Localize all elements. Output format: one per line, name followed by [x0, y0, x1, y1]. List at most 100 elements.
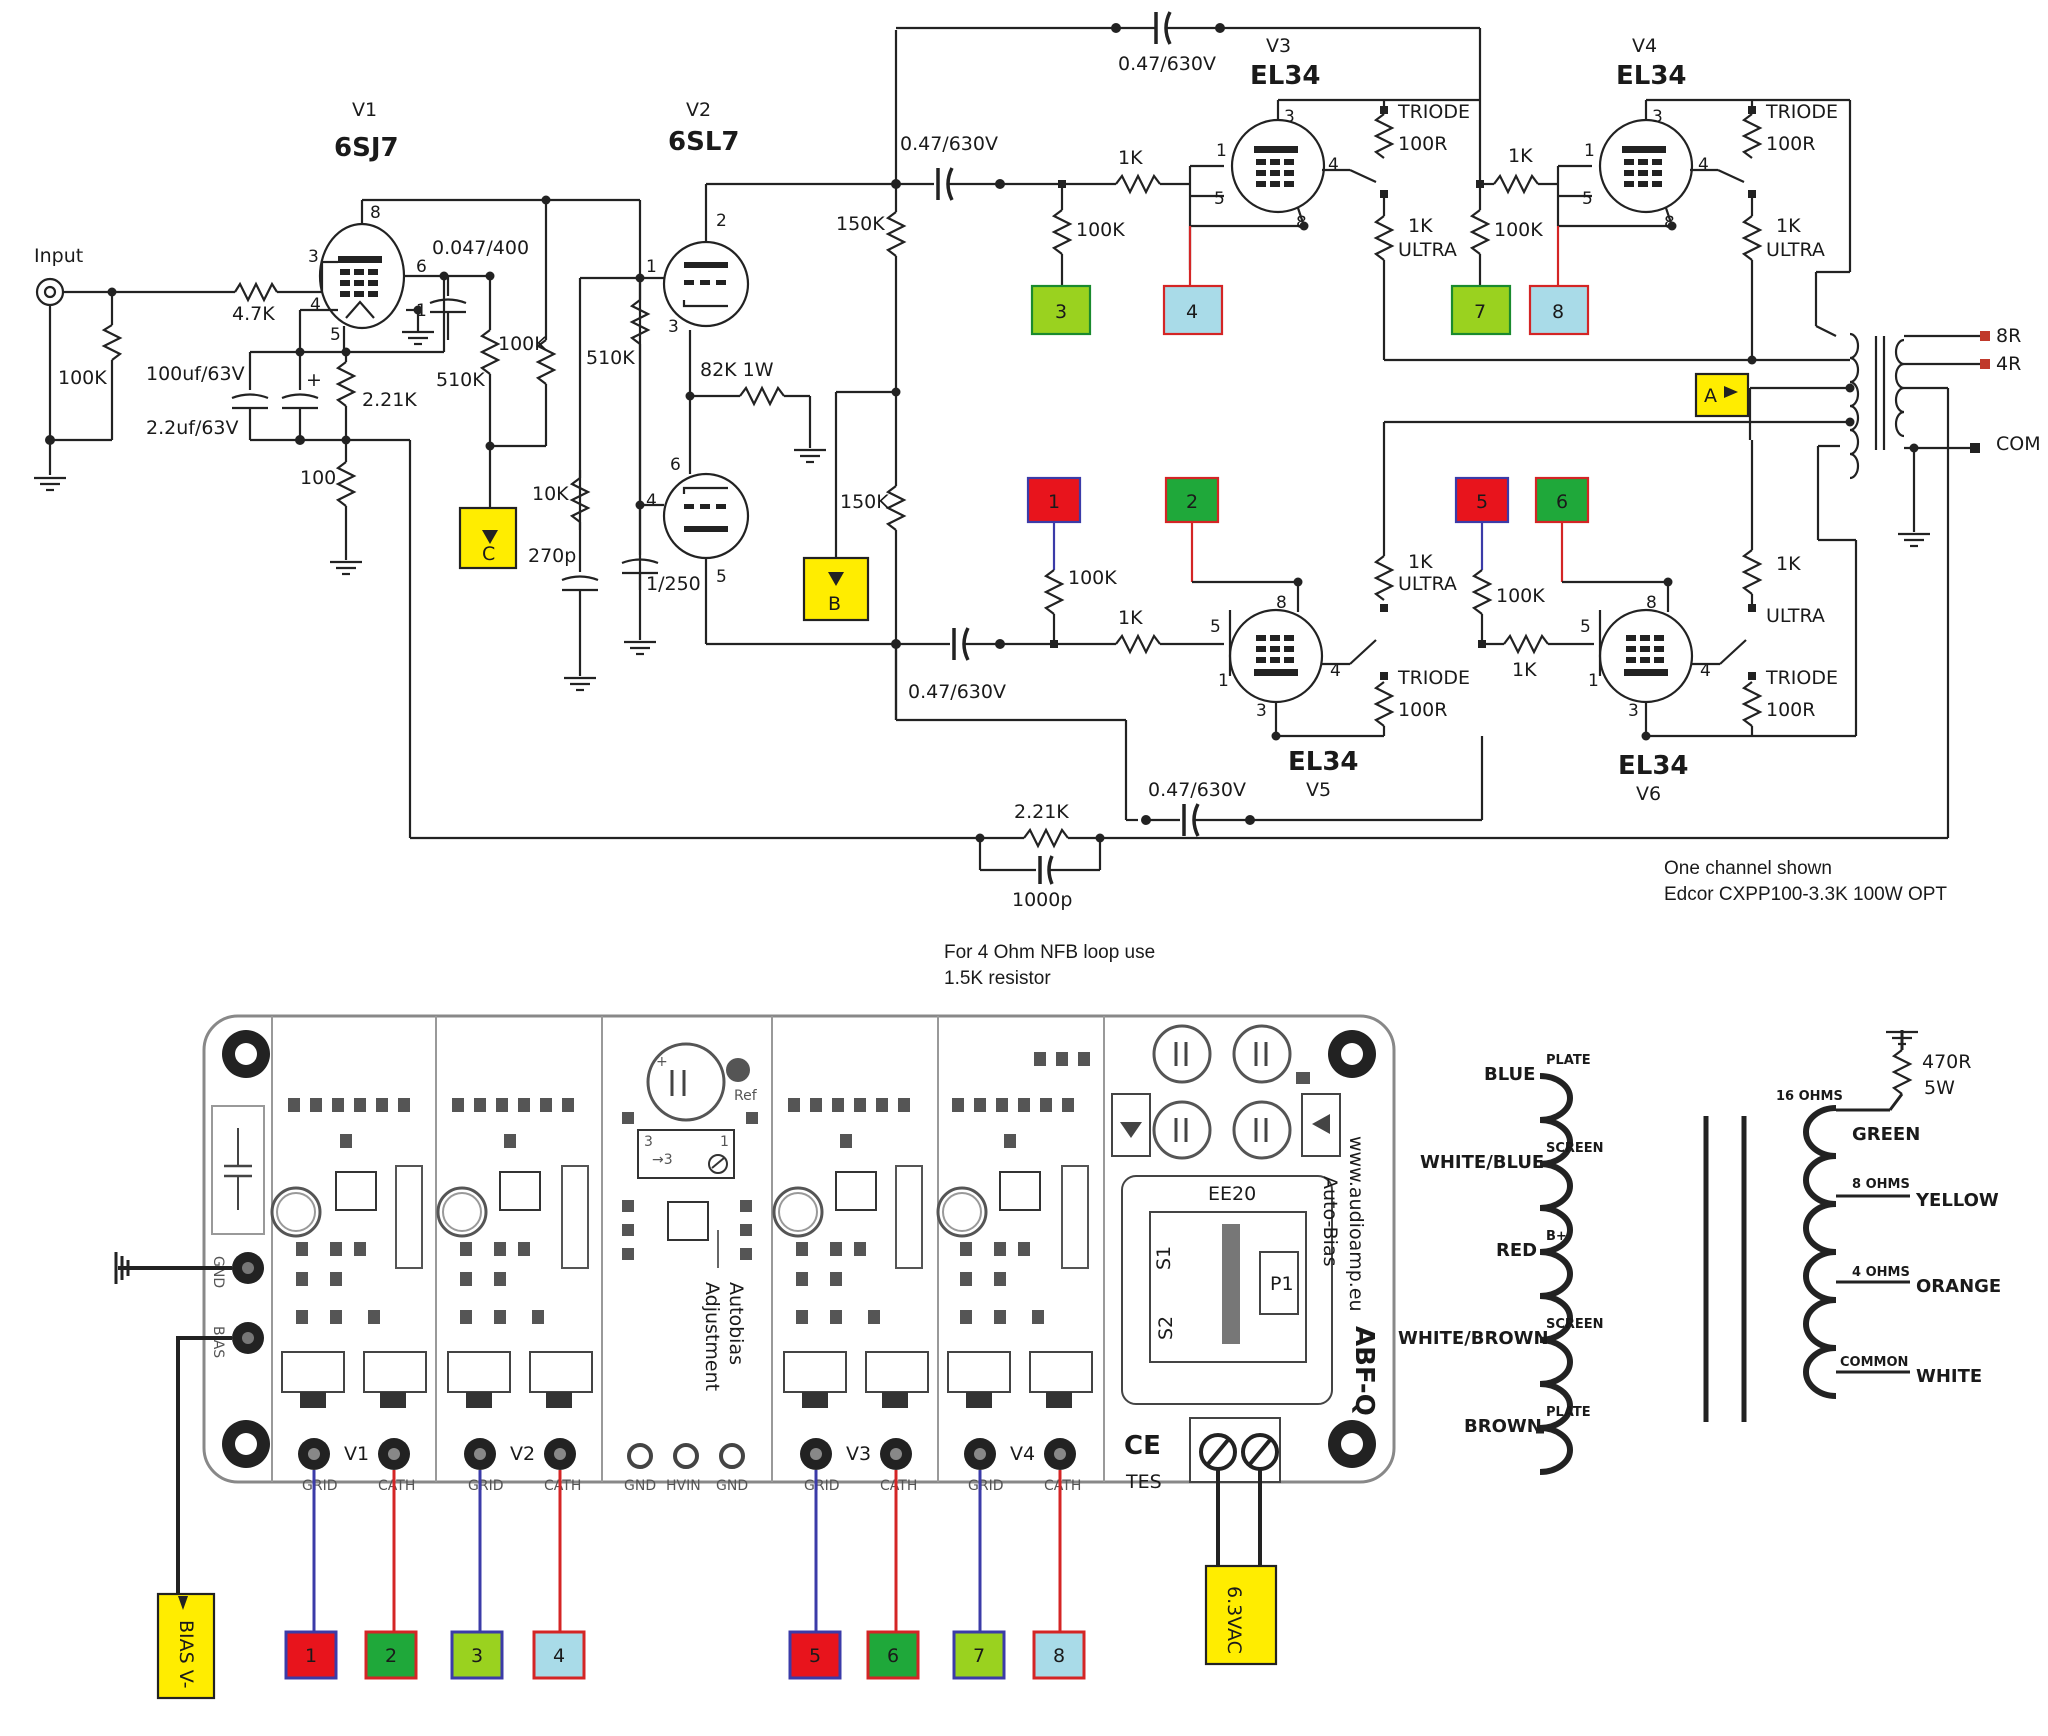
capacitor-270p — [561, 575, 599, 582]
resistor-82k-1w-label: 82K 1W — [700, 359, 774, 381]
tube-v2-type: 6SL7 — [668, 127, 739, 157]
connector-6-board — [866, 1630, 920, 1680]
connector-3-board — [450, 1630, 504, 1680]
v5-grid-resistor — [1043, 569, 1065, 615]
capacitor-270p-label: 270p — [528, 545, 576, 567]
note-nfb-line2: 1.5K resistor — [944, 968, 1051, 989]
connector-1-board-label: 1 — [305, 1645, 317, 1667]
connector-a — [1694, 372, 1750, 418]
v3-ultra-label: ULTRA — [1398, 239, 1457, 261]
v6-triode-label: TRIODE — [1765, 667, 1838, 689]
board-bias-label: BIAS — [210, 1326, 226, 1358]
tube-v1: V1 6SJ7 8 3 4 6 1 5 — [308, 99, 427, 345]
v6-grid-resistor-label: 100K — [1496, 585, 1545, 607]
svg-text:+: + — [656, 1054, 668, 1070]
v3-stopper-resistor — [1115, 173, 1161, 195]
screen-capacitor — [429, 298, 467, 305]
connector-b-label: B — [828, 593, 841, 615]
svg-text:5: 5 — [1580, 617, 1591, 637]
svg-text:4: 4 — [1328, 155, 1339, 175]
nfb-resistor — [1023, 827, 1069, 849]
vac-box — [1204, 1564, 1278, 1666]
trafo-bplus: B+ — [1546, 1229, 1567, 1244]
tube-v2-id: V2 — [686, 99, 711, 121]
trafo-yellow: YELLOW — [1915, 1190, 1999, 1211]
svg-text:4: 4 — [646, 491, 657, 511]
connector-4-top-label: 4 — [1186, 301, 1198, 323]
trafo-common: COMMON — [1840, 1355, 1908, 1370]
v6-ultra-resistor-label: 1K — [1776, 553, 1801, 575]
input-series-resistor — [234, 281, 278, 303]
tube-v6-type: EL34 — [1618, 751, 1689, 781]
tube-v2: V2 6SL7 2 1 3 6 4 5 — [646, 99, 750, 587]
svg-text:6: 6 — [670, 455, 681, 475]
board-brand-url: www.audioamp.eu — [1345, 1136, 1367, 1312]
resistor-150k-top — [885, 211, 907, 257]
v4-grid-resistor-label: 100K — [1494, 219, 1543, 241]
plate-resistor-100k — [535, 339, 557, 385]
capacitor-1-250-label: 1/250 — [646, 573, 701, 595]
svg-text:+: + — [306, 369, 322, 391]
note-nfb-line1: For 4 Ohm NFB loop use — [944, 942, 1155, 963]
cathode-resistor-2-label: 100 — [300, 467, 336, 489]
svg-text:1: 1 — [1216, 141, 1227, 161]
top-coupling-capacitor-label: 0.47/630V — [900, 133, 998, 155]
tube-v6-id: V6 — [1636, 783, 1661, 805]
svg-text:4: 4 — [1330, 661, 1341, 681]
connector-4-board — [532, 1630, 586, 1680]
v4-triode-label: TRIODE — [1765, 101, 1838, 123]
bypass-capacitor-2 — [281, 393, 319, 400]
board-v2-cath-label: CATH — [544, 1478, 581, 1494]
output-tap-8r: 8R — [1996, 325, 2021, 347]
cathode-resistor-1-label: 2.21K — [362, 389, 417, 411]
input-series-resistor-label: 4.7K — [232, 303, 275, 325]
board-channel-v1: V1 GRID CATH — [270, 1098, 427, 1494]
board-gnd-left-label: GND — [624, 1478, 656, 1494]
resistor-10k — [569, 477, 591, 523]
trafo-plate-bot: PLATE — [1546, 1405, 1591, 1420]
board-gnd-right-label: GND — [716, 1478, 748, 1494]
input-stage: Input 100K 4.7K — [32, 245, 322, 492]
resistor-82k-1w — [739, 385, 785, 407]
connector-8-board-label: 8 — [1053, 1645, 1065, 1667]
nfb-resistor-label: 2.21K — [1014, 801, 1069, 823]
board-ce-mark: CE — [1124, 1431, 1161, 1461]
connector-7-board — [952, 1630, 1006, 1680]
resistor-150k-bottom-label: 150K — [840, 491, 889, 513]
v5-grid-resistor-label: 100K — [1068, 567, 1117, 589]
board-v1-grid-label: GRID — [302, 1478, 338, 1494]
connector-4-top — [1162, 284, 1224, 336]
v4-triode-resistor — [1741, 113, 1763, 159]
board-ref-label: Ref — [734, 1088, 758, 1104]
connector-c — [458, 506, 518, 570]
svg-text:3: 3 — [668, 317, 679, 337]
resistor-150k-top-label: 150K — [836, 213, 885, 235]
tube-v5-type: EL34 — [1288, 747, 1359, 777]
tube-v5: 8 5 1 4 3 EL34 V5 — [1210, 593, 1359, 801]
v3-ultra-resistor — [1373, 215, 1395, 261]
svg-text:→3: →3 — [652, 1152, 673, 1168]
v4-ultra-label: ULTRA — [1766, 239, 1825, 261]
svg-text:1: 1 — [1588, 671, 1599, 691]
connector-8-top-label: 8 — [1552, 301, 1564, 323]
tube-v1-id: V1 — [352, 99, 377, 121]
svg-text:3: 3 — [1256, 701, 1267, 721]
board-v4-grid-label: GRID — [968, 1478, 1004, 1494]
bypass-capacitor-2-label: 2.2uf/63V — [146, 417, 239, 439]
trafo-8ohms: 8 OHMS — [1852, 1177, 1910, 1192]
connector-1-bottom-label: 1 — [1048, 491, 1060, 513]
v5-ultra-label: ULTRA — [1398, 573, 1457, 595]
bypass-capacitor-1-label: 100uf/63V — [146, 363, 245, 385]
resistor-10k-label: 10K — [532, 483, 569, 505]
board-v4-cath-label: CATH — [1044, 1478, 1081, 1494]
connector-1-board — [284, 1630, 338, 1680]
board-channel-v2: V2 GRID CATH — [436, 1098, 593, 1494]
connector-8-top — [1528, 284, 1590, 336]
v4-stopper-resistor — [1493, 173, 1539, 195]
svg-text:1: 1 — [1218, 671, 1229, 691]
input-jack — [35, 277, 65, 307]
connector-c-label: C — [482, 543, 495, 565]
board-chip-label: EE20 — [1208, 1183, 1256, 1205]
resistor-150k-bottom — [885, 485, 907, 531]
